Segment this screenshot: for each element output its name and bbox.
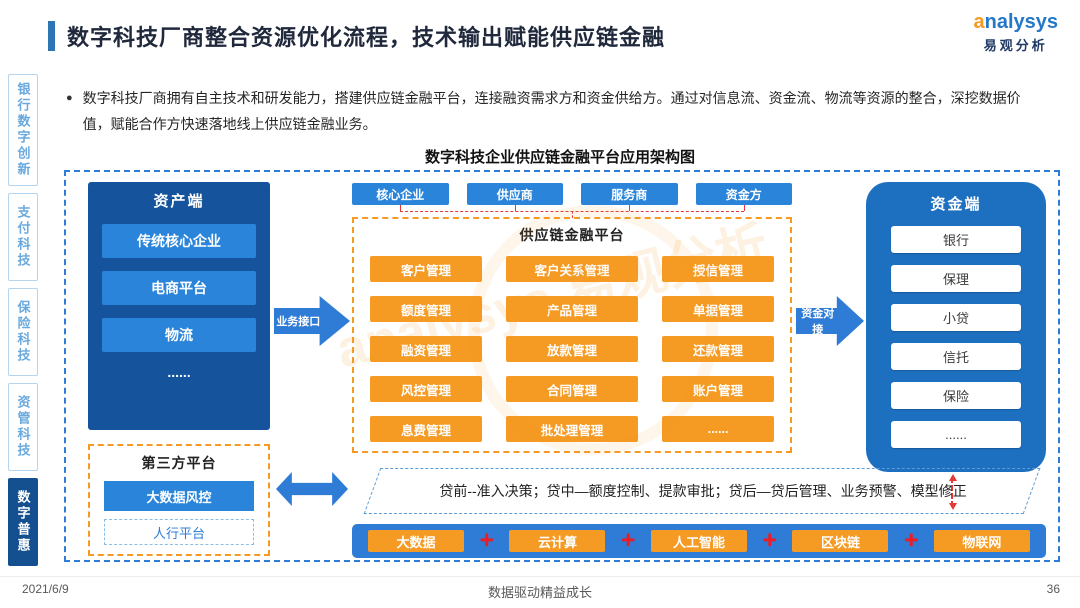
connector-stub: [515, 205, 516, 211]
loan-process: 贷前--准入决策；贷中—额度控制、提款审批；贷后—贷后管理、业务预警、模型修正: [360, 468, 1046, 514]
plus-icon: +: [904, 527, 919, 554]
connector-stub: [744, 205, 745, 211]
tech-item: 大数据: [368, 530, 464, 552]
plus-icon: +: [479, 527, 494, 554]
platform-module: 客户管理: [370, 256, 482, 282]
sidebar-tab-digital-inclusion: 数字普惠: [8, 478, 38, 566]
connector-stub: [629, 205, 630, 211]
top-roles-row: 核心企业 供应商 服务商 资金方: [352, 183, 792, 205]
platform-module: 额度管理: [370, 296, 482, 322]
footer-divider: [0, 576, 1080, 577]
technology-bar: 大数据 + 云计算 + 人工智能 + 区块链 + 物联网: [352, 524, 1046, 558]
funding-item: 银行: [891, 226, 1021, 253]
tech-item: 云计算: [509, 530, 606, 552]
feedback-arrow-vertical: [949, 474, 957, 510]
platform-module: ......: [662, 416, 774, 442]
platform-module: 还款管理: [662, 336, 774, 362]
connector-stub-center: [572, 211, 573, 218]
role-supplier: 供应商: [466, 183, 563, 205]
connector-stub: [400, 205, 401, 211]
platform-module: 产品管理: [505, 296, 639, 322]
platform-module: 批处理管理: [505, 416, 639, 442]
analysys-logo: analysys 易观分析: [973, 12, 1058, 54]
third-party-item: 人行平台: [104, 519, 254, 545]
platform-module: 客户关系管理: [505, 256, 639, 282]
funding-item: 小贷: [891, 304, 1021, 331]
bullet-icon: ●: [66, 92, 73, 104]
funding-side-title: 资金端: [930, 196, 982, 213]
asset-side-panel: 资产端 传统核心企业 电商平台 物流 ......: [88, 182, 270, 430]
tech-item: 人工智能: [650, 530, 747, 552]
role-core-enterprise: 核心企业: [352, 183, 449, 205]
role-funder: 资金方: [695, 183, 792, 205]
platform-module: 合同管理: [505, 376, 639, 402]
asset-side-title: 资产端: [153, 193, 205, 210]
third-party-item: 大数据风控: [104, 481, 254, 511]
platform-module: 息费管理: [370, 416, 482, 442]
intro-paragraph: ● 数字科技厂商拥有自主技术和研发能力，搭建供应链金融平台，连接融资需求方和资金…: [66, 86, 1031, 138]
sidebar-tab-payment-tech: 支付科技: [8, 193, 38, 281]
asset-item-more: ......: [167, 364, 191, 380]
third-party-title: 第三方平台: [141, 455, 217, 471]
page-title: 数字科技厂商整合资源优化流程，技术输出赋能供应链金融: [67, 25, 666, 50]
footer-slogan: 数据驱动精益成长: [487, 585, 592, 600]
footer-page-number: 36: [1046, 582, 1060, 596]
analysys-logo-subtitle: 易观分析: [983, 38, 1048, 53]
funding-connect-label: 资金对接: [801, 308, 835, 336]
plus-icon: +: [762, 527, 777, 554]
business-interface-label: 业务接口: [276, 316, 321, 328]
asset-item: 物流: [102, 318, 256, 352]
sidebar-tabs: 银行数字创新 支付科技 保险科技 资管科技 数字普惠: [8, 74, 38, 566]
funding-item: ......: [891, 421, 1021, 448]
platform-module: 风控管理: [370, 376, 482, 402]
asset-item: 传统核心企业: [102, 224, 256, 258]
intro-text: 数字科技厂商拥有自主技术和研发能力，搭建供应链金融平台，连接融资需求方和资金供给…: [82, 90, 1021, 132]
third-party-panel: 第三方平台 大数据风控 人行平台: [88, 444, 270, 556]
platform-module: 放款管理: [505, 336, 639, 362]
platform-module: 融资管理: [370, 336, 482, 362]
sidebar-tab-insurance-tech: 保险科技: [8, 288, 38, 376]
platform-module: 授信管理: [662, 256, 774, 282]
sidebar-tab-bank-digital-innovation: 银行数字创新: [8, 74, 38, 186]
platform-title: 供应链金融平台: [519, 227, 625, 243]
diagram-border: [64, 170, 1060, 562]
role-service-provider: 服务商: [581, 183, 678, 205]
footer-date: 2021/6/9: [22, 582, 69, 596]
analysys-logo-icon: analysys: [973, 11, 1058, 33]
loan-process-text: 贷前--准入决策；贷中—额度控制、提款审批；贷后—贷后管理、业务预警、模型修正: [439, 482, 967, 499]
platform-panel: 供应链金融平台 客户管理 客户关系管理 授信管理 额度管理 产品管理 单据管理 …: [352, 217, 792, 453]
platform-grid: 客户管理 客户关系管理 授信管理 额度管理 产品管理 单据管理 融资管理 放款管…: [370, 256, 774, 442]
plus-icon: +: [621, 527, 636, 554]
funding-side-panel: 资金端 银行 保理 小贷 信托 保险 ......: [866, 182, 1046, 472]
sidebar-tab-asset-mgmt-tech: 资管科技: [8, 383, 38, 471]
funding-item: 保险: [891, 382, 1021, 409]
platform-module: 账户管理: [662, 376, 774, 402]
tech-item: 区块链: [792, 530, 889, 552]
title-accent-bar: [48, 21, 55, 51]
asset-item: 电商平台: [102, 271, 256, 305]
diagram-title: 数字科技企业供应链金融平台应用架构图: [424, 149, 695, 166]
funding-item: 保理: [891, 265, 1021, 292]
tech-item: 物联网: [933, 530, 1030, 552]
platform-module: 单据管理: [662, 296, 774, 322]
page-header: 数字科技厂商整合资源优化流程，技术输出赋能供应链金融: [48, 20, 665, 52]
funding-item: 信托: [891, 343, 1021, 370]
